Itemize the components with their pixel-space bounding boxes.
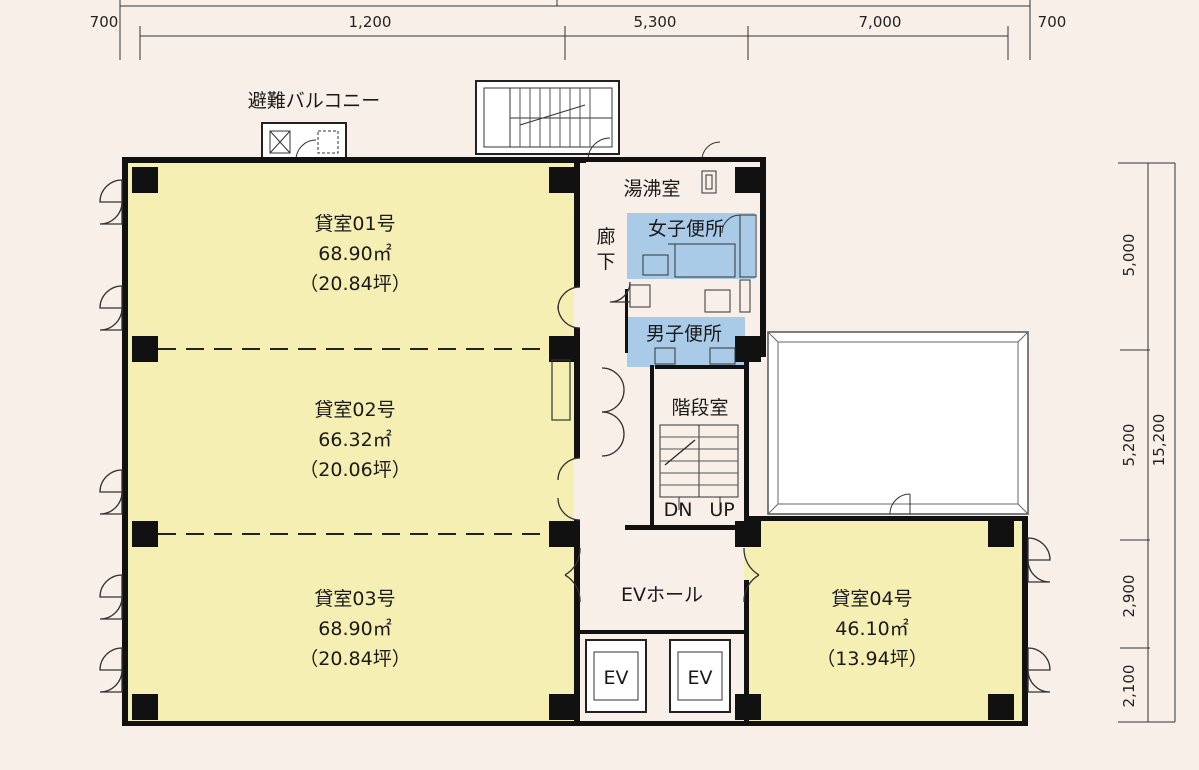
womens-toilet-area [627,213,755,279]
unit-03-tsubo: （20.84坪） [299,648,410,670]
mens-toilet-label: 男子便所 [646,323,722,345]
balcony-label: 避難バルコニー [248,90,381,112]
balcony [261,122,347,161]
windows-right [1027,537,1051,693]
columns [132,167,1014,720]
dim-right-2: 5,200 [1120,424,1138,467]
corridor-label-2: 下 [596,251,615,273]
elevator-2-label: EV [687,667,712,689]
dim-right-4: 2,100 [1120,665,1138,708]
unit-03-area: 68.90㎡ [318,617,391,640]
unit-02-tsubo: （20.06坪） [299,459,410,481]
unit-04-tsubo: （13.94坪） [816,648,927,670]
external-stair [475,80,721,161]
toilet-fixtures [629,170,757,365]
stairwell-label: 階段室 [671,397,728,419]
top-dimension-line [119,0,1031,60]
dim-top-3: 7,000 [859,13,902,31]
unit-02-name: 貸室02号 [314,399,395,421]
stair-down-label: DN [664,499,693,521]
unit-01-03-area [128,163,574,721]
stair-up-label: UP [709,499,734,521]
dim-right-3: 2,900 [1120,575,1138,618]
dim-top-right: 700 [1038,13,1067,31]
windows-left [99,179,123,693]
unit-01-area: 68.90㎡ [318,242,391,265]
corridor-label-1: 廊 [596,226,615,248]
dim-top-2: 5,300 [634,13,677,31]
dim-right-1: 5,000 [1120,234,1138,277]
unit-01-tsubo: （20.84坪） [299,273,410,295]
unit-04-area: 46.10㎡ [835,617,908,640]
unit-04-name: 貸室04号 [831,588,912,610]
elevators [585,639,731,713]
dim-right-total: 15,200 [1150,414,1168,467]
doors [551,281,760,603]
womens-toilet-label: 女子便所 [648,218,724,240]
unit-02-area: 66.32㎡ [318,428,391,451]
roof-terrace [767,331,1029,515]
walls [122,157,1028,726]
ev-hall-label: EVホール [621,584,703,606]
unit-03-name: 貸室03号 [314,588,395,610]
right-dimension-line [1118,162,1176,723]
kitchenette-label: 湯沸室 [623,178,680,200]
unit-01-name: 貸室01号 [314,213,395,235]
dim-top-1: 1,200 [349,13,392,31]
unit-04-area [744,521,1022,721]
dim-top-left: 700 [90,13,119,31]
interior-stair [659,424,739,510]
mens-toilet-area [627,317,745,367]
elevator-1-label: EV [603,667,628,689]
